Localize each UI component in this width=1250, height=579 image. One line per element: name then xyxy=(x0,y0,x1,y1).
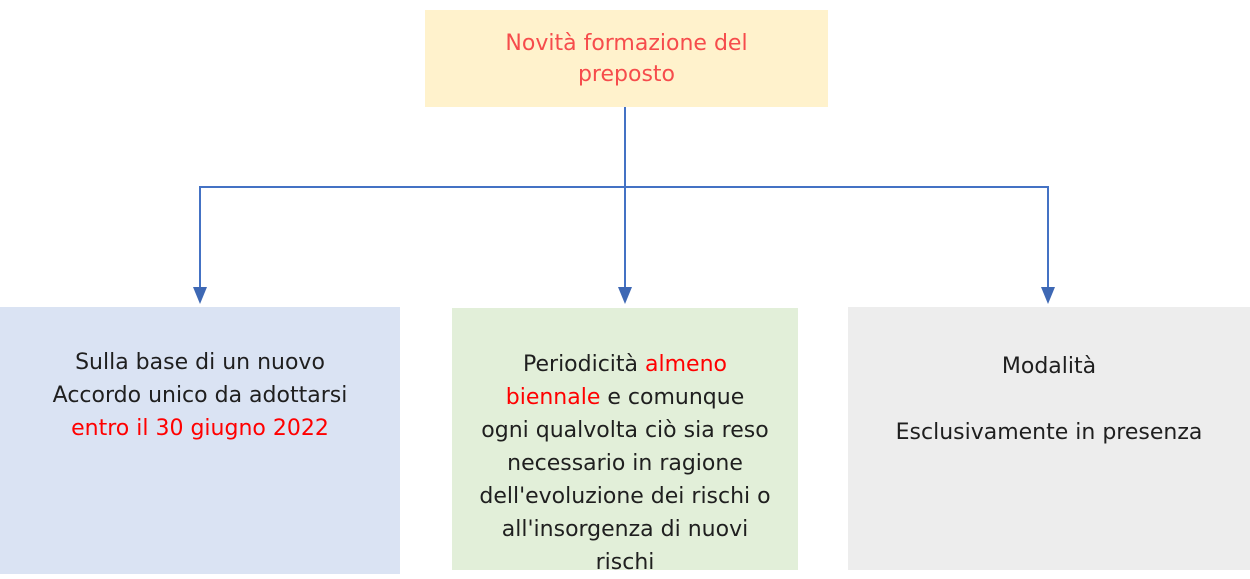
periodicita-biennale-emphasis: almeno biennale xyxy=(505,352,727,410)
child-node-accordo-unico: Sulla base di un nuovo Accordo unico da … xyxy=(0,307,400,574)
accordo-text: Sulla base di un nuovo Accordo unico da … xyxy=(52,350,348,408)
accordo-deadline-emphasis: entro il 30 giugno 2022 xyxy=(71,416,329,441)
arrow-down-icon xyxy=(1041,287,1055,304)
arrow-down-icon xyxy=(618,287,632,304)
root-node-label: Novità formazione del preposto xyxy=(505,30,748,87)
child-node-modalita: Modalità Esclusivamente in presenza xyxy=(848,307,1250,570)
root-node-novita-formazione: Novità formazione del preposto xyxy=(425,10,828,107)
periodicita-text-continued: e comunque ogni qualvolta ciò sia reso n… xyxy=(479,385,771,575)
modalita-text: Modalità Esclusivamente in presenza xyxy=(895,354,1203,445)
periodicita-text: Periodicità xyxy=(523,352,646,377)
child-node-periodicita: Periodicità almeno biennale e comunque o… xyxy=(452,308,798,575)
arrow-down-icon xyxy=(193,287,207,304)
